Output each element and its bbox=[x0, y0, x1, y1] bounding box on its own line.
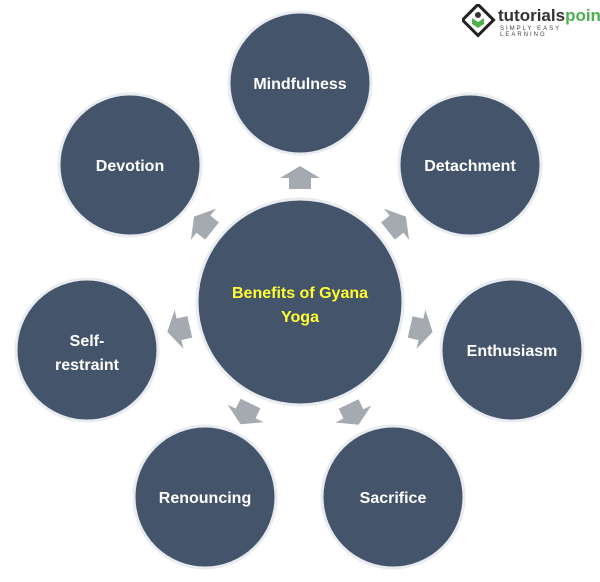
benefit-detachment-label: Detachment bbox=[424, 158, 516, 175]
logo-icon bbox=[462, 4, 496, 38]
benefit-detachment: Detachment bbox=[397, 92, 543, 238]
benefit-mindfulness-label: Mindfulness bbox=[253, 76, 346, 93]
logo-tagline: SIMPLY EASY LEARNING bbox=[500, 26, 562, 38]
benefit-devotion-shape bbox=[57, 92, 203, 238]
benefit-sacrifice-label: Sacrifice bbox=[360, 490, 427, 507]
benefit-sacrifice: Sacrifice bbox=[320, 424, 466, 570]
arrow-icon bbox=[335, 399, 372, 425]
benefit-mindfulness-shape bbox=[227, 10, 373, 156]
arrow-icon bbox=[227, 398, 264, 425]
center-circle-label-2: Yoga bbox=[281, 309, 319, 326]
benefit-self-restraint: Self-restraint bbox=[14, 277, 160, 423]
benefit-renouncing-label: Renouncing bbox=[159, 490, 251, 507]
logo-name-a: tutorials bbox=[498, 6, 566, 25]
benefit-enthusiasm-label: Enthusiasm bbox=[467, 343, 558, 360]
arrow-icon bbox=[280, 166, 320, 189]
arrow-icon bbox=[407, 309, 433, 349]
benefit-enthusiasm-shape bbox=[439, 277, 585, 423]
benefit-self-restraint-label: Self- bbox=[70, 333, 105, 350]
arrow-icon bbox=[381, 208, 410, 240]
benefit-devotion-label: Devotion bbox=[96, 158, 164, 175]
benefit-self-restraint-label-2: restraint bbox=[55, 357, 120, 374]
benefit-detachment-shape bbox=[397, 92, 543, 238]
center-circle-shape bbox=[195, 197, 405, 407]
benefit-mindfulness: Mindfulness bbox=[227, 10, 373, 156]
benefit-enthusiasm: Enthusiasm bbox=[439, 277, 585, 423]
arrow-icon bbox=[190, 208, 219, 240]
logo-name-b: point bbox=[565, 6, 600, 25]
benefit-sacrifice-shape bbox=[320, 424, 466, 570]
tutorialspoint-logo: tutorialspoint SIMPLY EASY LEARNING bbox=[462, 2, 600, 40]
benefit-renouncing-shape bbox=[132, 424, 278, 570]
benefit-self-restraint-shape bbox=[14, 277, 160, 423]
benefit-devotion: Devotion bbox=[57, 92, 203, 238]
center-circle-label: Benefits of Gyana bbox=[232, 285, 368, 302]
benefit-renouncing: Renouncing bbox=[132, 424, 278, 570]
arrow-icon bbox=[167, 309, 193, 349]
